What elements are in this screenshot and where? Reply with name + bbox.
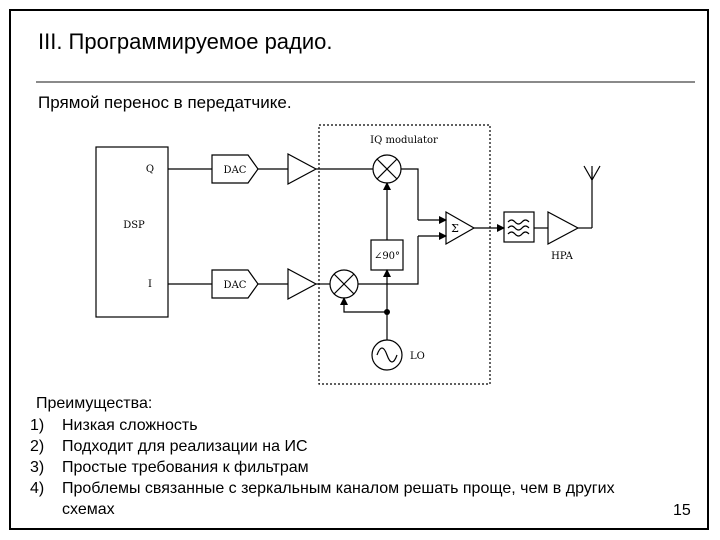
q-label: Q bbox=[146, 164, 154, 175]
advantages-heading: Преимущества: bbox=[36, 395, 153, 412]
slide-subtitle: Прямой перенос в передатчике. bbox=[38, 93, 292, 112]
list-item-number: 3) bbox=[30, 459, 45, 476]
title-divider bbox=[36, 81, 695, 83]
list-item-number: 2) bbox=[30, 438, 45, 455]
dac-q-block bbox=[211, 154, 259, 184]
lo-label: LO bbox=[410, 351, 425, 362]
antenna-icon bbox=[583, 165, 601, 228]
list-item-text: Подходит для реализации на ИС bbox=[62, 438, 308, 455]
list-item: 1) Низкая сложность bbox=[30, 415, 640, 436]
mixer-i bbox=[329, 269, 359, 299]
list-item: 2) Подходит для реализации на ИС bbox=[30, 436, 640, 457]
advantages-list: 1) Низкая сложность 2) Подходит для реал… bbox=[30, 415, 640, 520]
junction-dot bbox=[384, 309, 390, 315]
list-item-text: Проблемы связанные с зеркальным каналом … bbox=[62, 480, 615, 518]
iq-modulator-label: IQ modulator bbox=[370, 135, 438, 146]
list-item: 4) Проблемы связанные с зеркальным канал… bbox=[30, 478, 640, 520]
dsp-label: DSP bbox=[123, 220, 145, 231]
dac-i-block bbox=[211, 269, 259, 299]
list-item-number: 4) bbox=[30, 480, 45, 497]
mixer-q bbox=[372, 154, 402, 184]
summer-triangle bbox=[445, 210, 476, 246]
list-item: 3) Простые требования к фильтрам bbox=[30, 457, 640, 478]
hpa-label: HPA bbox=[551, 251, 574, 262]
i-label: I bbox=[148, 279, 152, 290]
slide-frame bbox=[9, 9, 709, 530]
page-number: 15 bbox=[673, 502, 691, 519]
amp-i-triangle bbox=[287, 267, 318, 301]
iq-modulator-boundary bbox=[318, 124, 491, 385]
lo-oscillator bbox=[371, 339, 403, 371]
filter-block bbox=[503, 211, 535, 243]
amp-q-triangle bbox=[287, 152, 318, 186]
sum-symbol: Σ bbox=[451, 222, 459, 235]
phase-shift-label: ∠90° bbox=[374, 251, 400, 262]
list-item-number: 1) bbox=[30, 417, 45, 434]
hpa-triangle bbox=[547, 211, 580, 245]
slide-title: III. Программируемое радио. bbox=[38, 29, 333, 54]
dsp-block bbox=[95, 146, 169, 318]
list-item-text: Низкая сложность bbox=[62, 417, 198, 434]
dac-i-label: DAC bbox=[224, 280, 247, 291]
dac-q-label: DAC bbox=[224, 165, 247, 176]
list-item-text: Простые требования к фильтрам bbox=[62, 459, 309, 476]
